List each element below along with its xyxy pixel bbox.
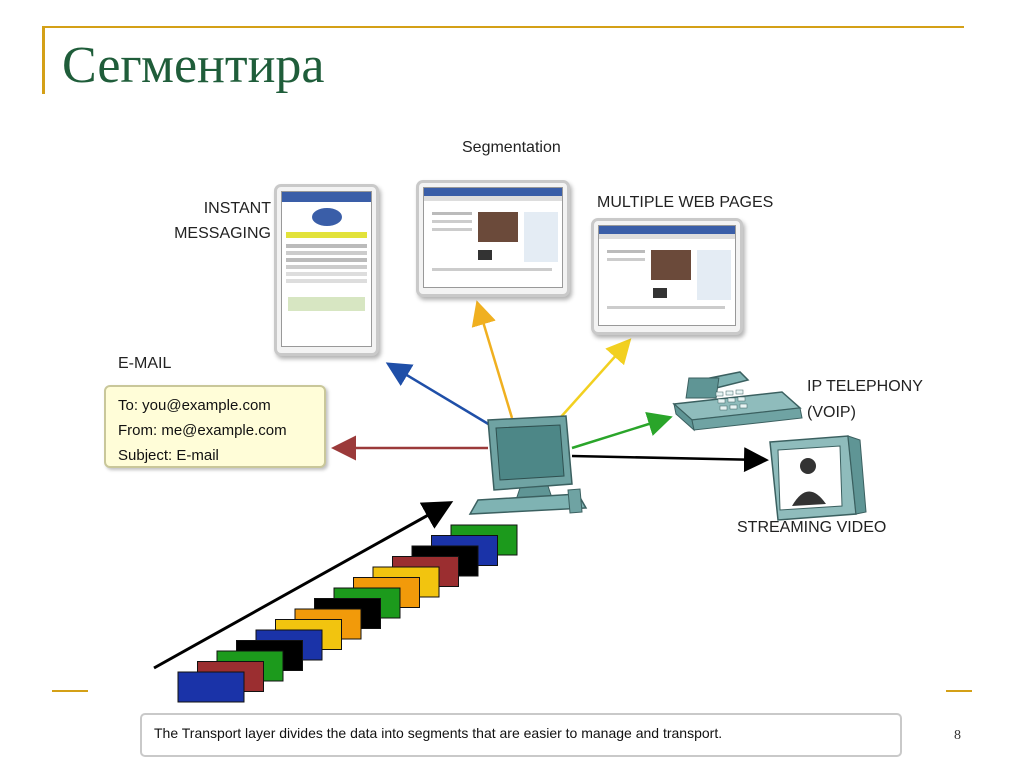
ip-telephony-label: IP TELEPHONY <box>807 378 923 395</box>
arrow-to-ip-phone <box>571 412 673 450</box>
voip-label: (VOIP) <box>807 404 856 421</box>
data-segments <box>177 524 518 703</box>
page-number: 8 <box>954 728 961 743</box>
email-to: To: you@example.com <box>118 397 271 414</box>
email-subject: Subject: E-mail <box>118 447 219 464</box>
segmentation-label: Segmentation <box>462 139 561 156</box>
multiple-web-pages-screen <box>591 218 743 335</box>
footer-rule-left <box>52 690 88 692</box>
email-message-box: To: you@example.com From: me@example.com… <box>104 385 326 468</box>
multiple-web-pages-label: MULTIPLE WEB PAGES <box>597 194 774 211</box>
arrow-data-stream <box>153 501 454 670</box>
arrow-to-streaming-video <box>571 447 769 473</box>
email-from: From: me@example.com <box>118 422 287 439</box>
instant-messaging-label: INSTANT MESSAGING <box>174 200 271 242</box>
title-horizontal-rule <box>42 26 964 28</box>
email-label: E-MAIL <box>118 355 172 372</box>
segmentation-screen <box>416 180 570 297</box>
footer-rule-right <box>946 690 972 692</box>
arrow-to-instant-messaging <box>385 362 491 427</box>
phone-ip-badge: IP <box>754 380 768 396</box>
ip-phone-icon <box>672 371 803 432</box>
arrow-to-web-pages <box>559 338 632 419</box>
tv-icon <box>769 435 867 521</box>
slide-caption: The Transport layer divides the data int… <box>140 713 902 757</box>
page-title: Сегментира <box>62 37 325 94</box>
arrow-to-segmentation <box>471 300 514 419</box>
streaming-video-label: STREAMING VIDEO <box>737 519 887 536</box>
title-vertical-rule <box>42 28 45 94</box>
computer-icon <box>468 415 588 515</box>
data-segment-0 <box>177 671 245 703</box>
instant-messaging-screen <box>274 184 379 356</box>
